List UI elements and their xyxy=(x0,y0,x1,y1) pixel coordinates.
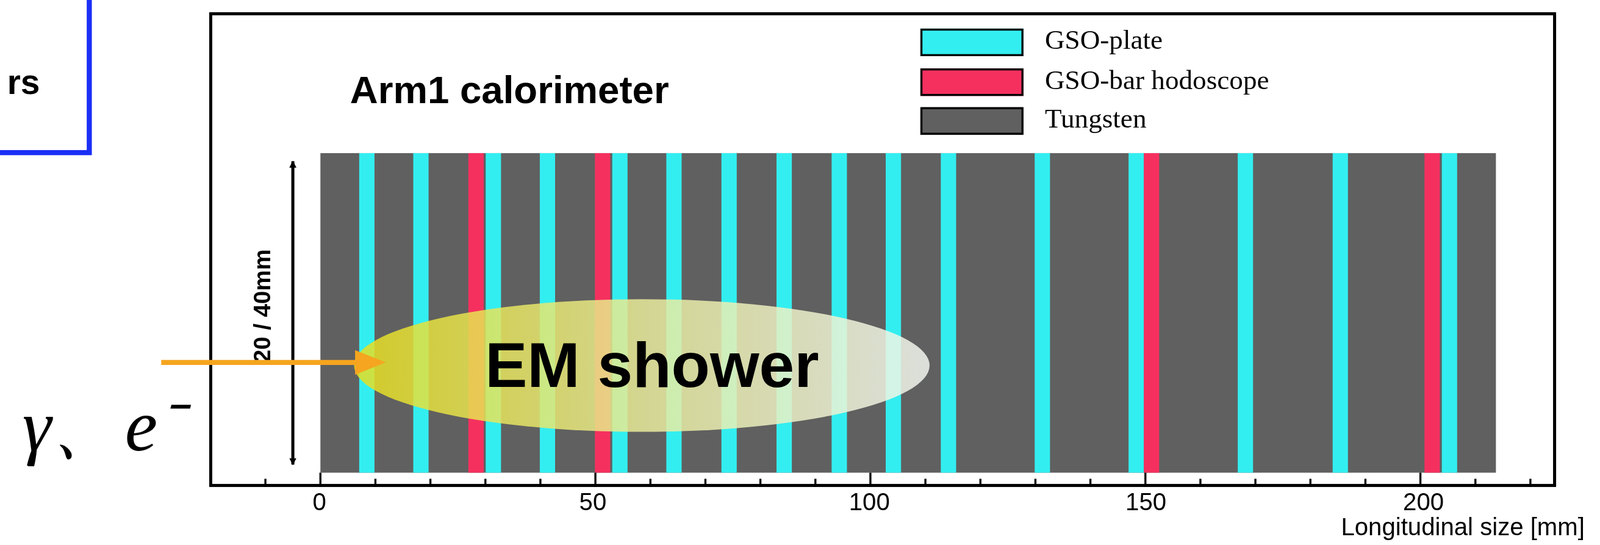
legend-swatch xyxy=(920,67,1024,96)
legend-text: Tungsten xyxy=(1044,103,1147,135)
calorimeter-frame: Arm1 calorimeter EM shower xyxy=(209,12,1557,487)
legend-swatch xyxy=(920,28,1024,57)
gso-plate xyxy=(1442,153,1458,473)
axis-tick xyxy=(1419,472,1422,487)
arrow-head xyxy=(355,350,386,375)
gso-plate xyxy=(885,153,901,473)
axis-tick xyxy=(1144,472,1147,487)
gso-bar xyxy=(1143,153,1159,473)
shower-ellipse: EM shower xyxy=(353,297,931,433)
section-box: rs xyxy=(0,0,93,155)
gso-plate xyxy=(940,153,956,473)
legend-swatch xyxy=(920,107,1024,135)
axis-ticks xyxy=(265,472,1531,487)
axis-tick xyxy=(319,472,322,487)
dimension-arrow xyxy=(291,161,295,465)
axis-title: Longitudinal size [mm] xyxy=(1340,513,1585,540)
tick-label: 150 xyxy=(1125,488,1167,516)
dimension-label: 20 / 40mm xyxy=(250,249,276,363)
axis-tick xyxy=(869,472,872,487)
tick-label: 200 xyxy=(1402,488,1444,516)
gso-plate xyxy=(1237,153,1253,473)
gso-plate xyxy=(1332,153,1349,473)
axis-tick xyxy=(594,472,596,487)
tick-label: 50 xyxy=(579,488,607,516)
arrow-shaft xyxy=(161,359,360,365)
gso-bar xyxy=(1424,153,1440,473)
gso-plate xyxy=(359,153,375,473)
tick-label: 0 xyxy=(312,488,326,516)
particle-label: γ、e⁻ xyxy=(22,385,183,467)
ellipse xyxy=(353,298,930,432)
gso-plate xyxy=(1034,153,1050,473)
gso-plate xyxy=(412,153,429,473)
gso-plate xyxy=(831,153,847,473)
gso-plate xyxy=(1128,153,1144,473)
section-label: rs xyxy=(7,62,41,102)
diagram-title: Arm1 calorimeter xyxy=(350,68,670,113)
shower-label: EM shower xyxy=(484,328,820,402)
legend-text: GSO-plate xyxy=(1044,24,1163,57)
legend-text: GSO-bar hodoscope xyxy=(1044,64,1270,96)
tick-label: 100 xyxy=(849,488,890,516)
tungsten-body xyxy=(320,153,1496,473)
